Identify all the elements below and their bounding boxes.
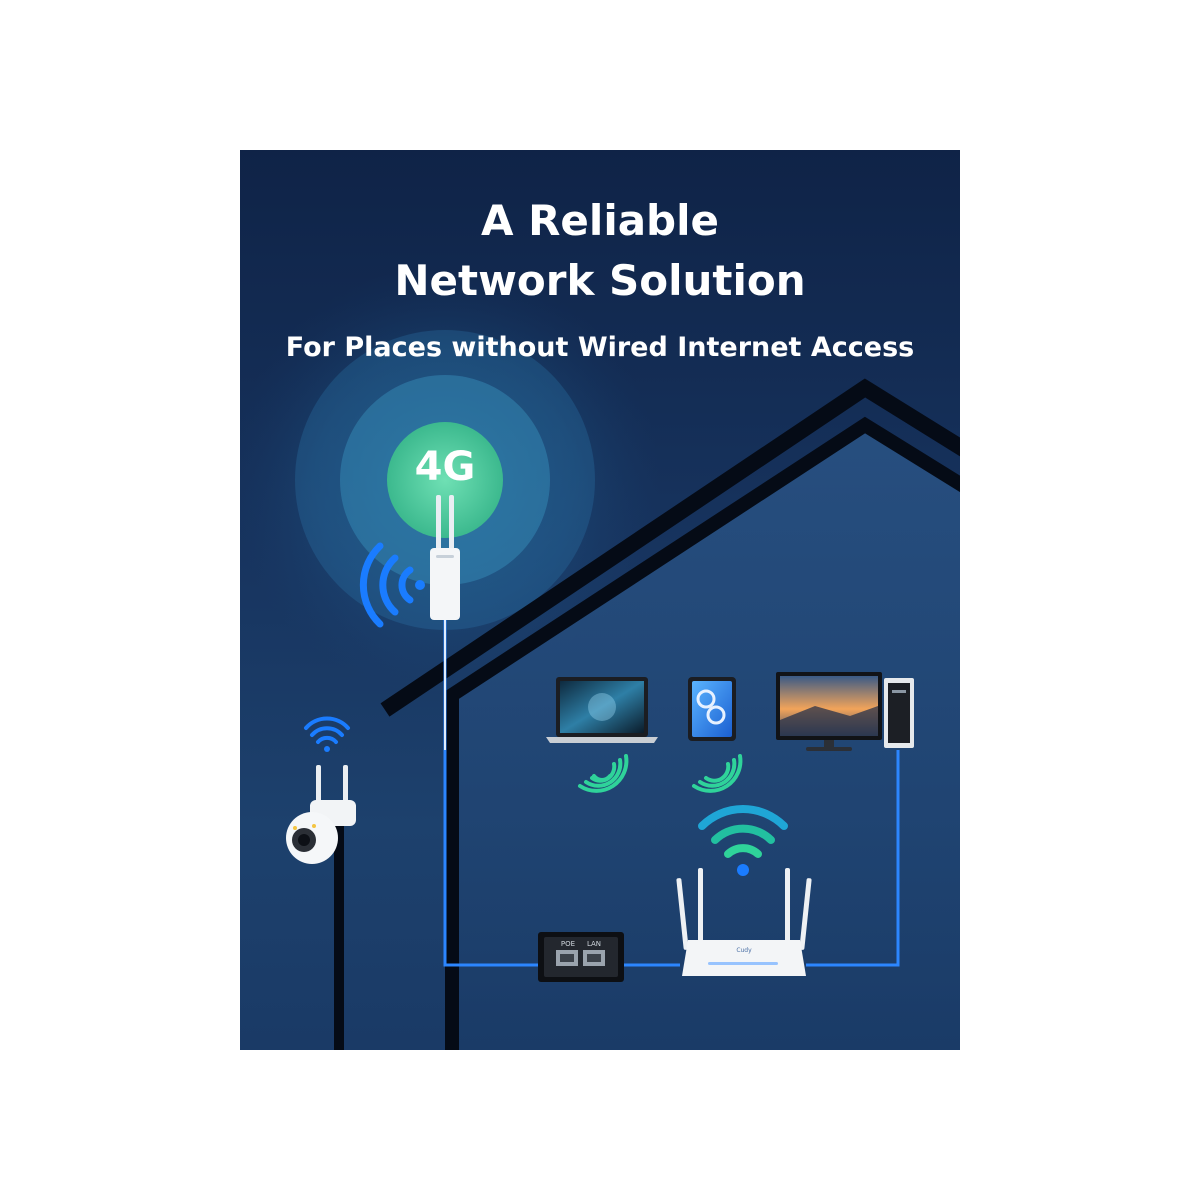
tablet-icon: [688, 677, 736, 741]
4g-signal-icon: 4G: [240, 265, 660, 695]
tablet-wifi-icon: [692, 754, 743, 793]
subtitle: For Places without Wired Internet Access: [285, 332, 915, 363]
4g-router-device: [430, 495, 460, 620]
4g-badge-text: 4G: [415, 444, 476, 490]
headline-line-1: A Reliable: [480, 196, 720, 245]
wifi-icon: [359, 542, 425, 628]
router-wifi-icon: [698, 805, 788, 876]
router-icon: Cudy: [676, 868, 812, 976]
network-illustration: 4G: [240, 265, 960, 1050]
poe-port-label: POE: [561, 940, 575, 948]
desktop-icon: [776, 672, 914, 751]
camera-wifi-icon: [304, 716, 350, 752]
poe-injector-icon: POE LAN: [538, 932, 624, 982]
product-panel: 4G: [240, 150, 960, 1050]
laptop-icon: [546, 677, 658, 743]
camera-icon: [286, 765, 356, 1050]
laptop-wifi-icon: [578, 754, 629, 793]
router-brand: Cudy: [736, 947, 752, 954]
headline-line-2: Network Solution: [394, 256, 806, 305]
lan-port-label: LAN: [587, 940, 601, 948]
